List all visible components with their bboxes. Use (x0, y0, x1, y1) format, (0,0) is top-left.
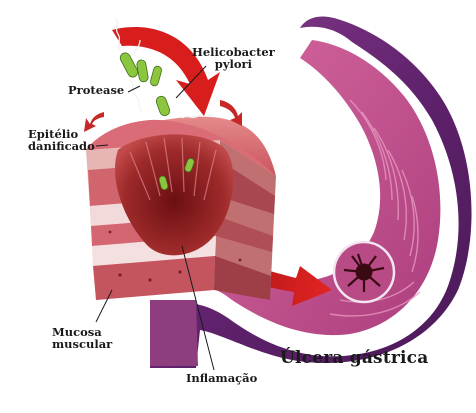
label-helicobacter-pylori: Helicobacter pylori (192, 46, 275, 70)
label-mucosa-line2: muscular (52, 338, 112, 350)
tube-segment (150, 300, 198, 366)
bacteria-cluster (118, 51, 162, 87)
label-mucosa-muscular: Mucosa muscular (52, 326, 112, 350)
label-epithelium-line2: danificado (28, 140, 95, 152)
label-epithelium: Epitélio danificado (28, 128, 95, 152)
tissue-cross-section (86, 80, 276, 300)
label-protease: Protease (68, 84, 124, 96)
label-inflammation: Inflamação (186, 372, 257, 384)
label-helicobacter-line2: pylori (192, 58, 275, 70)
diagram-title: Úlcera gástrica (280, 350, 428, 368)
